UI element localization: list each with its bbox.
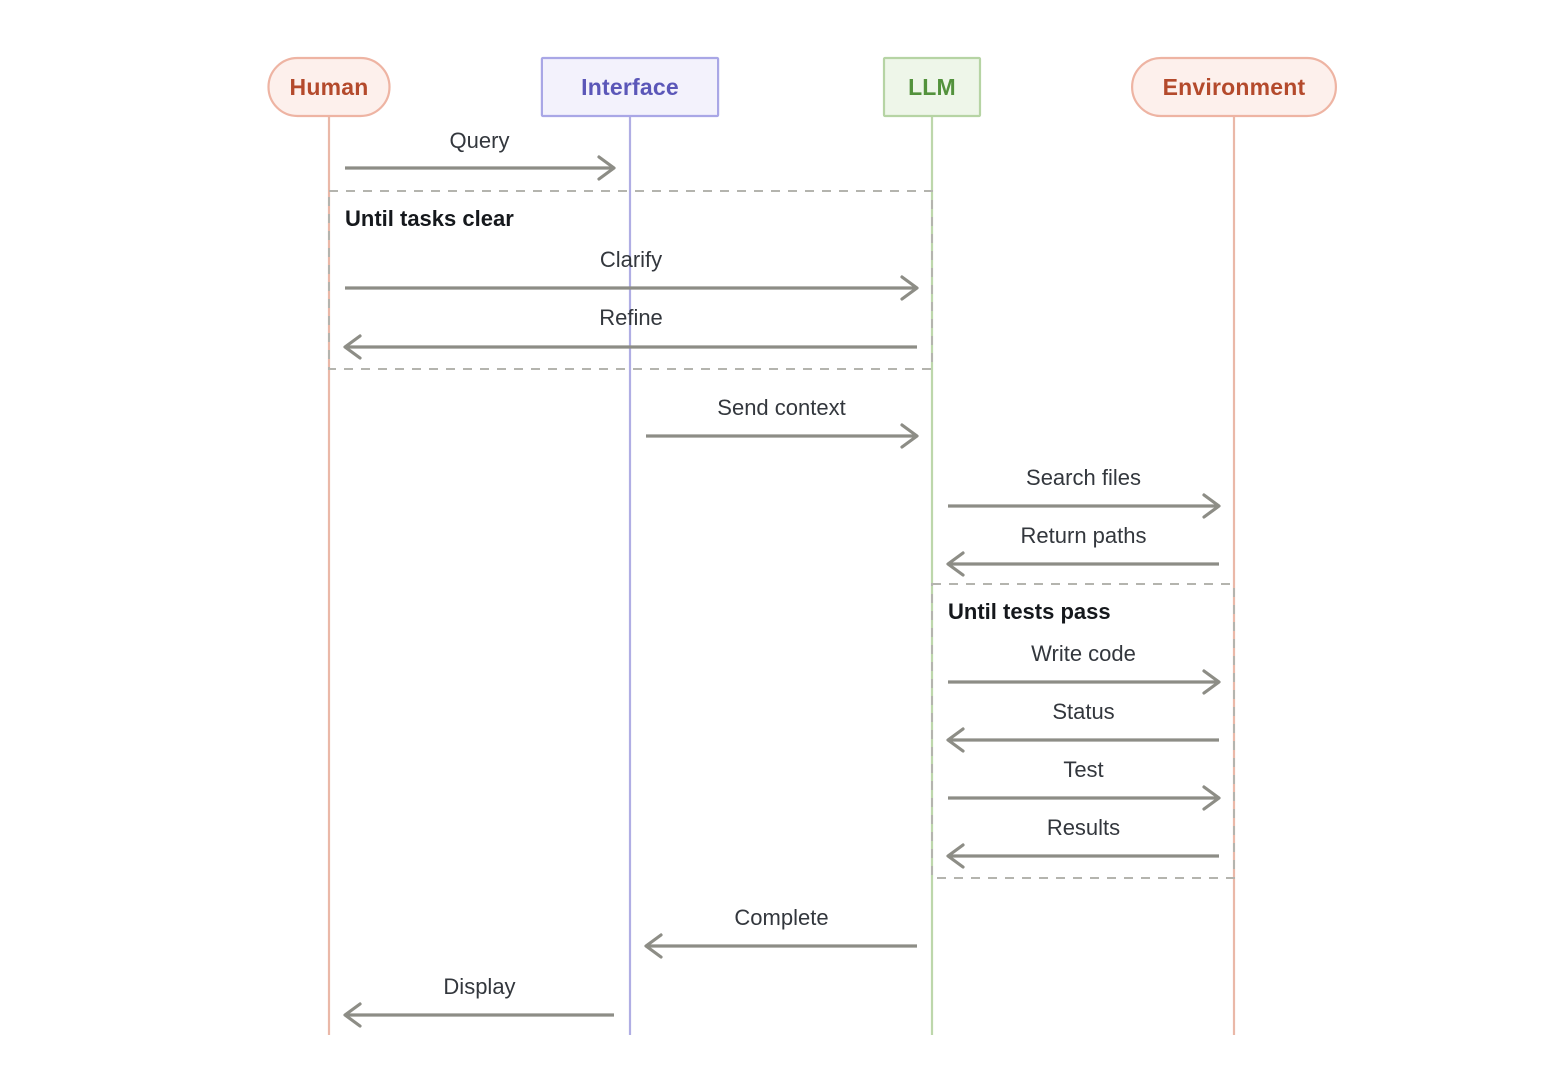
message-arrowhead	[343, 334, 362, 360]
message-m5: Search files	[948, 465, 1221, 519]
message-label: Clarify	[600, 247, 662, 272]
loop-frame: Until tasks clear	[328, 190, 933, 370]
loop-title: Until tests pass	[948, 599, 1111, 624]
message-m2: Clarify	[345, 247, 919, 301]
participant-environment[interactable]: Environment	[1130, 56, 1337, 118]
participant-label: Environment	[1163, 74, 1306, 100]
message-label: Results	[1047, 815, 1120, 840]
participant-box[interactable]	[540, 56, 720, 118]
message-label: Refine	[599, 305, 663, 330]
message-m3: Refine	[343, 305, 917, 360]
loop-title: Until tasks clear	[345, 206, 514, 231]
message-label: Test	[1063, 757, 1103, 782]
message-label: Query	[450, 128, 510, 153]
message-arrowhead	[900, 423, 919, 449]
participant-interface[interactable]: Interface	[540, 56, 720, 118]
message-m12: Display	[343, 974, 614, 1028]
participant-llm[interactable]: LLM	[882, 56, 982, 118]
message-arrowhead	[946, 843, 965, 869]
message-m4: Send context	[646, 395, 919, 449]
message-label: Return paths	[1021, 523, 1147, 548]
message-arrowhead	[1202, 493, 1221, 519]
message-arrowhead	[597, 155, 616, 181]
message-label: Write code	[1031, 641, 1136, 666]
message-arrowhead	[946, 727, 965, 753]
message-arrowhead	[900, 275, 919, 301]
loop-frame-border	[931, 583, 1235, 879]
message-label: Display	[443, 974, 515, 999]
participant-label: Human	[290, 74, 369, 100]
participant-box[interactable]	[882, 56, 982, 118]
participant-human[interactable]: Human	[267, 56, 391, 118]
participant-label: Interface	[581, 74, 679, 100]
message-arrowhead	[1202, 785, 1221, 811]
loop-frame: Until tests pass	[931, 583, 1235, 879]
participant-label: LLM	[908, 74, 956, 100]
message-m10: Results	[946, 815, 1219, 869]
message-label: Search files	[1026, 465, 1141, 490]
message-arrowhead	[644, 933, 663, 959]
lifelines-layer	[327, 115, 1236, 1035]
message-label: Send context	[717, 395, 845, 420]
message-m11: Complete	[644, 905, 917, 959]
message-m1: Query	[345, 128, 616, 181]
participant-box[interactable]	[267, 56, 391, 118]
message-label: Status	[1052, 699, 1114, 724]
message-m6: Return paths	[946, 523, 1219, 577]
message-arrowhead	[946, 551, 965, 577]
participant-box[interactable]	[1130, 56, 1337, 118]
participants-layer: Human Interface LLM Environment	[267, 56, 1337, 118]
message-m8: Status	[946, 699, 1219, 753]
message-label: Complete	[734, 905, 828, 930]
message-arrowhead	[343, 1002, 362, 1028]
message-arrowhead	[1202, 669, 1221, 695]
message-m9: Test	[948, 757, 1221, 811]
message-m7: Write code	[948, 641, 1221, 695]
